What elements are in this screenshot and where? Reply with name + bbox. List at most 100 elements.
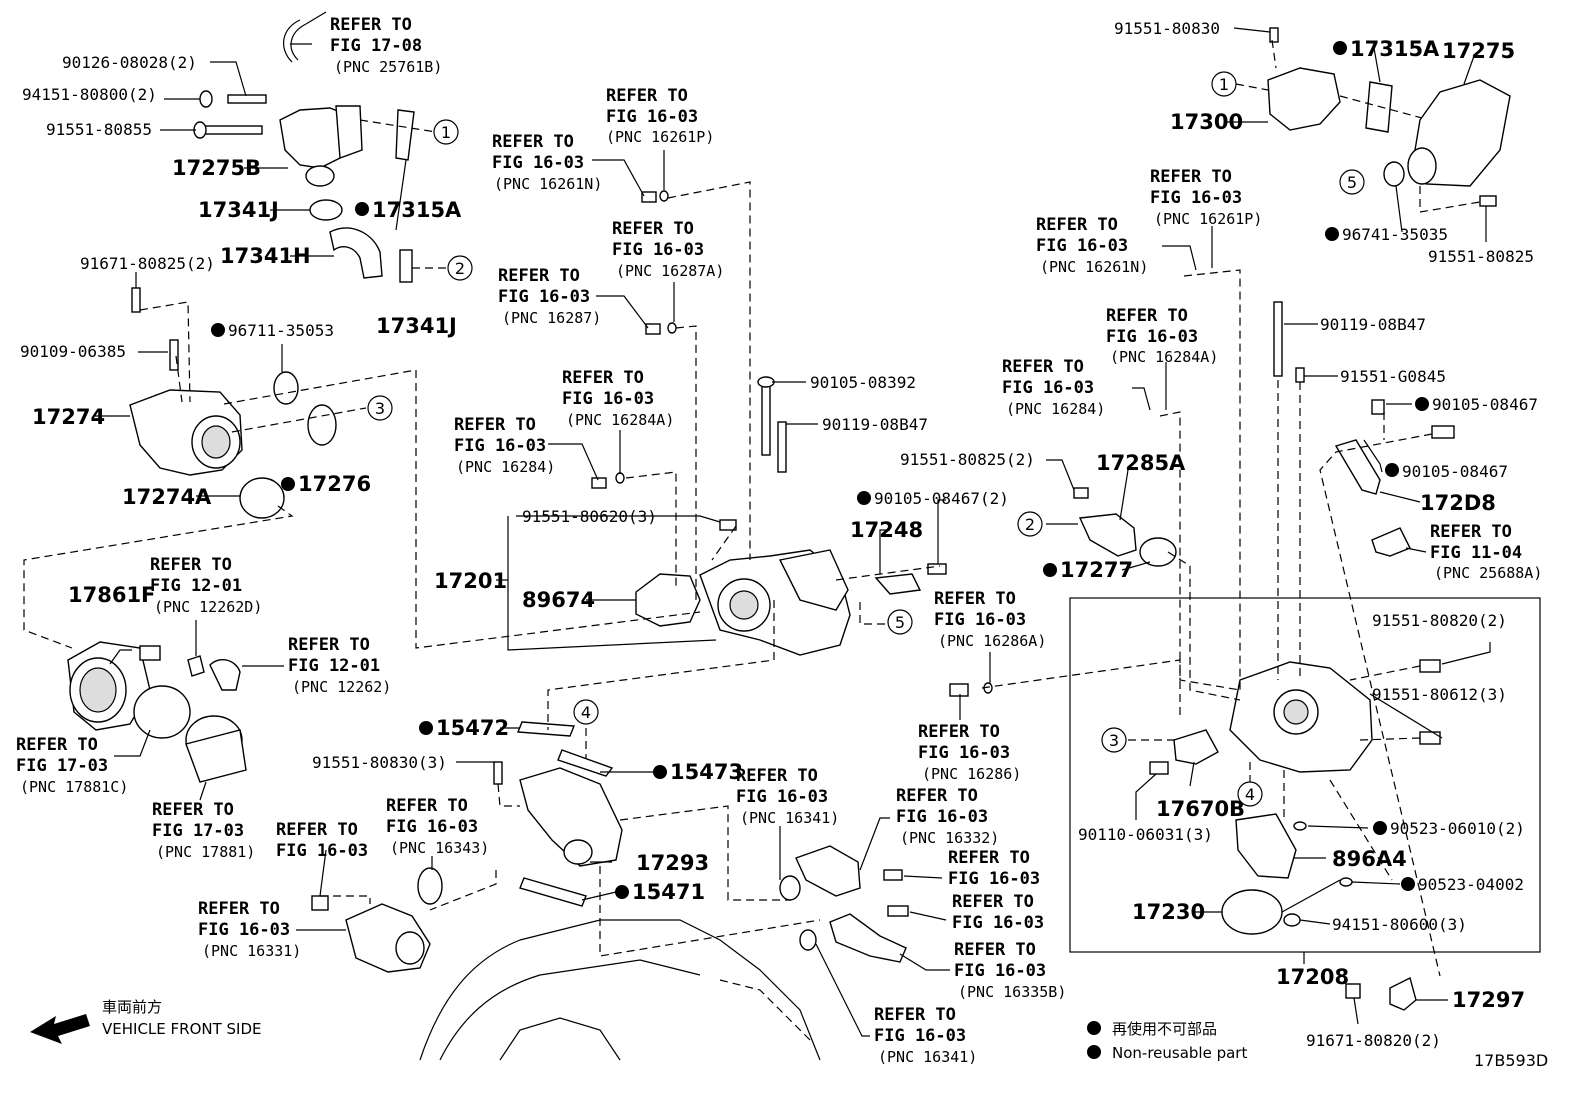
refer-16284A-center: REFER TO FIG 16-03 (PNC 16284A)	[562, 368, 674, 429]
callout-5-a	[887, 609, 913, 635]
hose-17341H	[329, 227, 383, 279]
sensor-17670B	[1173, 729, 1219, 765]
svg-text:FIG 16-03: FIG 16-03	[736, 787, 828, 807]
svg-text:FIG 16-03: FIG 16-03	[874, 1026, 966, 1046]
label-15473: 15473	[670, 760, 743, 784]
bolt-91671	[131, 287, 141, 313]
svg-text:(PNC 25761B): (PNC 25761B)	[334, 58, 442, 76]
refer-16335B: REFER TO FIG 16-03 (PNC 16335B)	[954, 940, 1066, 1001]
group-water-outlet	[129, 19, 415, 519]
refer-12262D: REFER TO FIG 12-01 (PNC 12262D)	[150, 555, 262, 616]
bracket-17248	[874, 573, 922, 595]
bolt-90110	[1149, 761, 1169, 775]
svg-text:(PNC 16261P): (PNC 16261P)	[606, 128, 714, 146]
elbow-17285A	[1078, 513, 1137, 557]
svg-text:(PNC 16286): (PNC 16286)	[922, 765, 1021, 783]
oring-96741	[1383, 161, 1405, 187]
label-90105-08467-a: 90105-08467	[1432, 395, 1538, 414]
bolt-small-a	[311, 895, 329, 911]
tube-16284	[591, 477, 607, 489]
label-91551-80830-3: 91551-80830(3)	[312, 753, 447, 772]
bolt-90119-08B47-right	[1273, 301, 1283, 377]
tube-16261N	[641, 191, 657, 203]
bolt-91551-80620	[719, 519, 737, 531]
svg-text:FIG 16-03: FIG 16-03	[198, 920, 290, 940]
hose-12262	[209, 658, 241, 691]
svg-text:REFER TO: REFER TO	[386, 796, 468, 816]
nut-16287A	[667, 322, 677, 334]
pipe-17275-port	[1407, 147, 1437, 185]
label-17277: 17277	[1060, 558, 1133, 582]
assembly-box-17208	[1069, 597, 1541, 953]
legend-jp: 再使用不可部品	[1112, 1020, 1217, 1038]
label-94151-80800: 94151-80800(2)	[22, 85, 157, 104]
svg-text:REFER TO: REFER TO	[948, 848, 1030, 868]
callout-1-b	[1211, 71, 1237, 97]
actuator-rod	[1281, 879, 1341, 913]
actuator-896A4	[1235, 813, 1297, 879]
svg-text:(PNC 12262): (PNC 12262)	[292, 678, 391, 696]
svg-text:FIG 16-03: FIG 16-03	[952, 913, 1044, 933]
oring-96711	[273, 371, 299, 405]
valve-17300	[1267, 67, 1341, 131]
svg-text:(PNC 16261P): (PNC 16261P)	[1154, 210, 1262, 228]
label-90523-04002: 90523-04002	[1418, 875, 1524, 894]
clamp-17341J-b	[399, 249, 413, 283]
hose-part	[283, 19, 301, 63]
svg-text:FIG 16-03: FIG 16-03	[492, 153, 584, 173]
svg-text:REFER TO: REFER TO	[896, 786, 978, 806]
dot-17277	[1043, 563, 1057, 577]
label-17861F: 17861F	[68, 583, 155, 607]
svg-text:FIG 16-03: FIG 16-03	[276, 841, 368, 861]
svg-text:(PNC 16331): (PNC 16331)	[202, 942, 301, 960]
svg-text:(PNC 16335B): (PNC 16335B)	[958, 983, 1066, 1001]
legend-en: Non-reusable part	[1112, 1044, 1247, 1062]
refer-11-04: REFER TO FIG 11-04 (PNC 25688A)	[1430, 522, 1542, 582]
svg-text:REFER TO: REFER TO	[150, 555, 232, 575]
svg-text:(PNC 17881C): (PNC 17881C)	[20, 778, 128, 796]
refer-16284A-right: REFER TO FIG 16-03 (PNC 16284A)	[1106, 306, 1218, 366]
front-direction: 車両前方 VEHICLE FRONT SIDE	[30, 998, 262, 1044]
manifold-17293	[519, 767, 623, 867]
gasket-17315A	[395, 109, 415, 161]
callout-2-b	[1017, 511, 1043, 537]
refer-16-03-right-a: REFER TO FIG 16-03	[948, 848, 1040, 889]
label-90119-08B47-mid: 90119-08B47	[822, 415, 928, 434]
callout-1-a	[433, 119, 459, 145]
nonreusable-dots	[211, 41, 1429, 899]
svg-text:REFER TO: REFER TO	[1106, 306, 1188, 326]
nut-94151-80600	[1283, 913, 1301, 927]
label-89674: 89674	[522, 588, 595, 612]
svg-text:FIG 17-03: FIG 17-03	[16, 756, 108, 776]
label-91671-80825: 91671-80825(2)	[80, 254, 215, 273]
bolt-91551-80825	[1479, 195, 1497, 207]
svg-text:(PNC 16284): (PNC 16284)	[456, 458, 555, 476]
refer-16332: REFER TO FIG 16-03 (PNC 16332)	[896, 786, 999, 847]
refer-16287A: REFER TO FIG 16-03 (PNC 16287A)	[612, 219, 724, 280]
dot-90105-08467-a	[1415, 397, 1429, 411]
svg-text:REFER TO: REFER TO	[498, 266, 580, 286]
label-91551-80830: 91551-80830	[1114, 19, 1220, 38]
dot-17315A-left	[355, 202, 369, 216]
svg-text:FIG 16-03: FIG 16-03	[454, 436, 546, 456]
svg-text:FIG 16-03: FIG 16-03	[896, 807, 988, 827]
svg-text:FIG 16-03: FIG 16-03	[934, 610, 1026, 630]
bracket-11-04	[1371, 527, 1411, 557]
pipe-mouth-inner	[79, 667, 117, 713]
hose-17881	[185, 729, 247, 783]
svg-text:FIG 16-03: FIG 16-03	[498, 287, 590, 307]
svg-text:(PNC 16286A): (PNC 16286A)	[938, 632, 1046, 650]
label-17341H: 17341H	[220, 244, 311, 268]
front-jp: 車両前方	[102, 998, 162, 1016]
refer-16286A: REFER TO FIG 16-03 (PNC 16286A)	[934, 589, 1046, 650]
svg-text:FIG 16-03: FIG 16-03	[562, 389, 654, 409]
refer-16341-bottom: REFER TO FIG 16-03 (PNC 16341)	[874, 1005, 977, 1066]
bolt-91551-80855	[199, 125, 263, 135]
tube-16287	[645, 323, 661, 335]
svg-text:(PNC 16343): (PNC 16343)	[390, 839, 489, 857]
label-91551-80825: 91551-80825	[1428, 247, 1534, 266]
bolt-head-a	[757, 376, 775, 388]
svg-text:FIG 16-03: FIG 16-03	[1106, 327, 1198, 347]
label-94151-80600: 94151-80600(3)	[1332, 915, 1467, 934]
